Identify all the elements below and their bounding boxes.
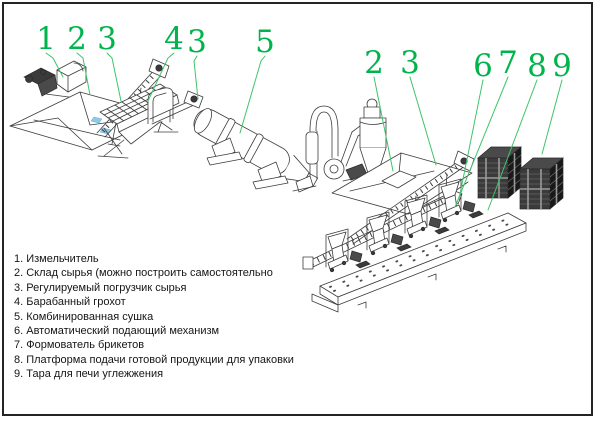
callout-leader-lines xyxy=(45,52,563,211)
callout-3: 3 xyxy=(97,21,117,57)
callout-5: 5 xyxy=(255,24,275,60)
legend-item: 4. Барабанный грохот xyxy=(14,296,126,309)
crate xyxy=(519,157,564,210)
callout-2: 2 xyxy=(67,21,87,57)
legend-item: 5. Комбинированная сушка xyxy=(14,310,154,323)
briquette-formers-figure xyxy=(325,178,484,273)
legend-item: 2. Склад сырья (можно построить самостоя… xyxy=(14,267,273,280)
kiln-crates-figure xyxy=(477,146,564,210)
callout-9: 9 xyxy=(552,48,572,84)
crate xyxy=(477,146,522,199)
legend-item: 6. Автоматический подающий механизм xyxy=(14,325,220,338)
former-unit xyxy=(438,178,484,223)
legend-item: 7. Формователь брикетов xyxy=(14,339,145,352)
crusher-figure xyxy=(23,60,87,99)
legend-item: 8. Платформа подачи готовой продукции дл… xyxy=(14,353,294,366)
former-unit xyxy=(366,211,412,256)
fan-piping-figure xyxy=(305,105,370,182)
image-border xyxy=(2,2,593,416)
callout-numbers: 1 2 3 4 3 5 2 3 6 7 8 9 xyxy=(36,21,572,84)
callout-8: 8 xyxy=(527,48,547,84)
output-platform-figure xyxy=(311,212,527,313)
legend-item: 1. Измельчитель xyxy=(14,253,99,265)
callout-7: 7 xyxy=(498,45,518,81)
callout-4: 4 xyxy=(164,21,184,57)
callout-3r: 3 xyxy=(400,45,420,81)
former-unit xyxy=(325,228,371,273)
callout-6: 6 xyxy=(473,48,493,84)
drum-dryer-figure xyxy=(193,108,319,193)
callout-1: 1 xyxy=(36,21,56,57)
legend: 1. Измельчитель 2. Склад сырья (можно по… xyxy=(14,252,294,382)
legend-item: 9. Тара для печи углежжения xyxy=(14,368,164,381)
callout-3b: 3 xyxy=(187,24,207,60)
pipe-loader-figure xyxy=(147,87,204,125)
legend-item: 3. Регулируемый погрузчик сырья xyxy=(14,281,187,294)
callout-2r: 2 xyxy=(364,45,384,81)
former-unit xyxy=(404,194,450,239)
material-pile xyxy=(90,116,103,124)
